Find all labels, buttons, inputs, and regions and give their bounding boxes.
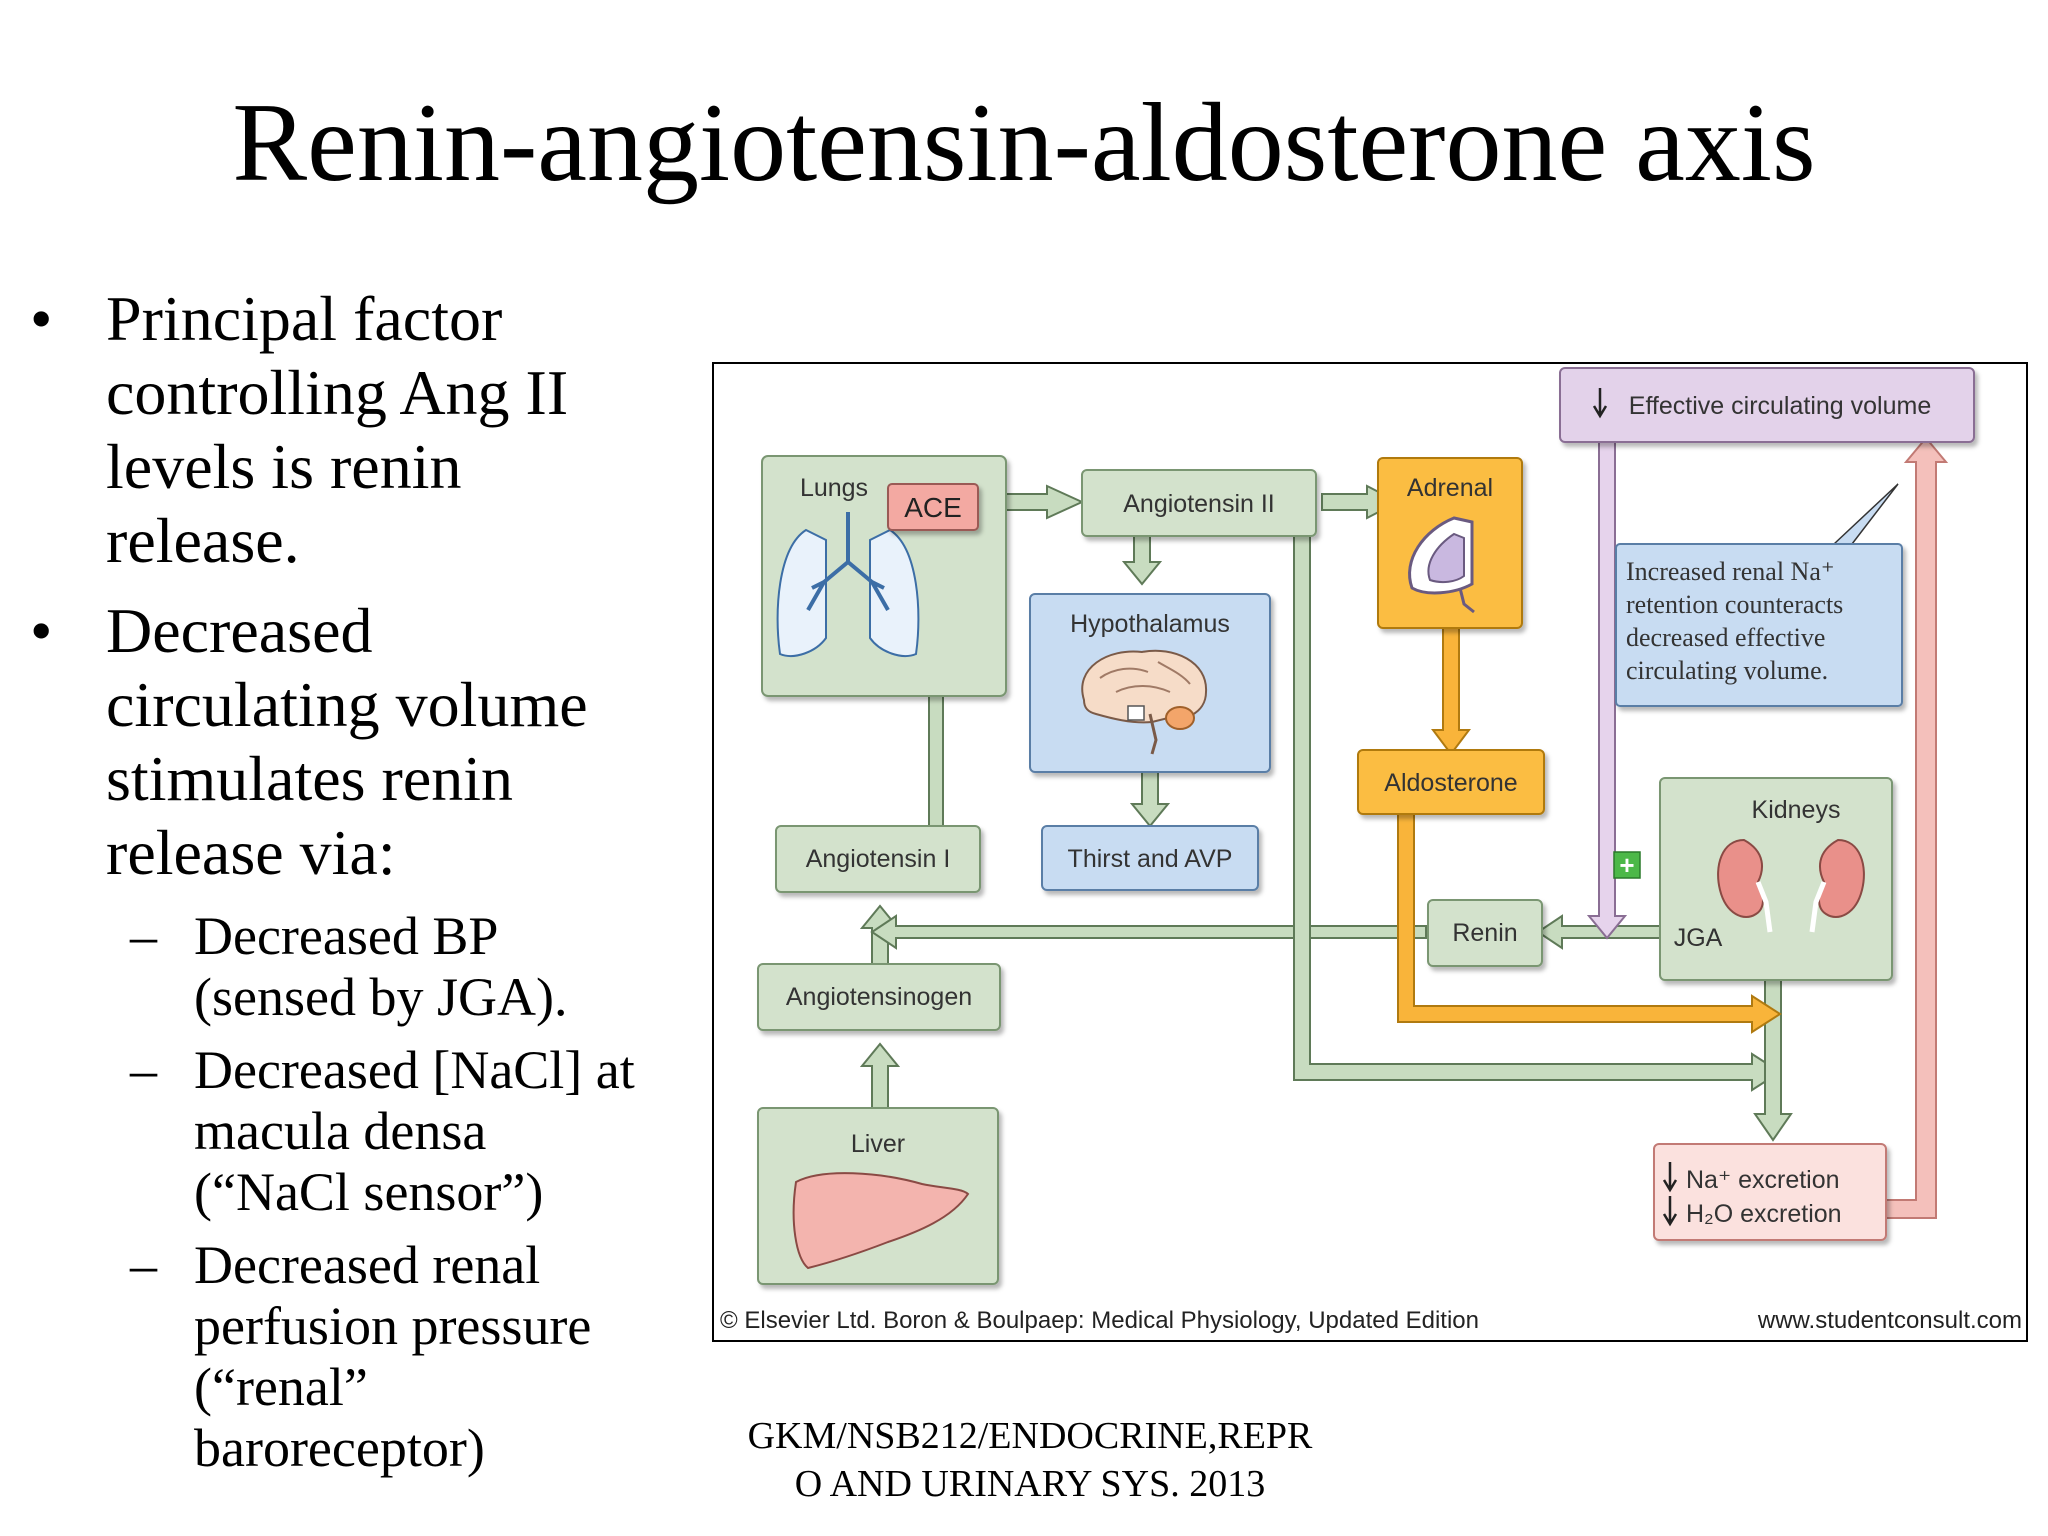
bullet-item: • Principal factor controlling Ang II le… <box>30 282 710 578</box>
adrenal-label: Adrenal <box>1407 474 1493 502</box>
angiotensinogen-box: Angiotensinogen <box>757 963 1001 1031</box>
liver-box: Liver <box>757 1107 999 1285</box>
liver-icon <box>792 1172 970 1270</box>
sub-bullet-symbol: – <box>130 1235 157 1295</box>
kidneys-icon <box>1717 838 1865 933</box>
sub-bullet-line: macula densa <box>194 1101 487 1161</box>
thirst-avp-label: Thirst and AVP <box>1068 845 1233 873</box>
sub-bullet-symbol: – <box>130 906 157 966</box>
note-line: circulating volume. <box>1626 656 1828 685</box>
jga-label: JGA <box>1674 924 1723 952</box>
bullet-line: release. <box>106 505 300 576</box>
note-line: decreased effective <box>1626 623 1825 652</box>
slide-footer: GKM/NSB212/ENDOCRINE,REPR O AND URINARY … <box>720 1412 1340 1508</box>
bullet-line: Principal factor <box>106 283 503 354</box>
bullet-item: • Decreased circulating volume stimulate… <box>30 594 710 890</box>
hypothalamus-box: Hypothalamus <box>1029 593 1271 773</box>
na-excretion-label: Na⁺ excretion <box>1686 1166 1840 1194</box>
angiotensin-i-label: Angiotensin I <box>806 845 951 873</box>
arrow-adrenal-to-aldosterone <box>1431 621 1471 756</box>
arrow-kidneys-to-excretion <box>1753 979 1793 1142</box>
plus-icon: + <box>1613 850 1641 880</box>
bullet-line: stimulates renin <box>106 743 514 814</box>
credit-left: © Elsevier Ltd. Boron & Boulpaep: Medica… <box>720 1307 1479 1334</box>
sub-bullet-item: – Decreased [NaCl] at macula densa (“NaC… <box>30 1040 710 1223</box>
excretion-box: Na⁺ excretion H₂O excretion <box>1653 1143 1887 1241</box>
sub-bullet-line: perfusion pressure <box>194 1296 592 1356</box>
arrow-jga-to-renin <box>1536 914 1663 950</box>
lungs-icon <box>776 512 920 657</box>
bullet-list: • Principal factor controlling Ang II le… <box>30 282 710 1479</box>
lungs-label: Lungs <box>800 474 868 502</box>
h2o-excretion-label: H₂O excretion <box>1686 1200 1842 1228</box>
adrenal-box: Adrenal <box>1377 457 1523 629</box>
brain-icon <box>1081 649 1208 755</box>
bullet-symbol: • <box>30 595 53 666</box>
note-line: Increased renal Na⁺ <box>1626 557 1835 586</box>
down-arrow-icon <box>1662 1196 1678 1227</box>
sub-bullet-line: baroreceptor) <box>194 1418 485 1478</box>
down-arrow-icon <box>1662 1162 1678 1193</box>
bullet-line: Decreased <box>106 595 373 666</box>
angiotensin-i-box: Angiotensin I <box>775 825 981 893</box>
arrow-volume-to-jga <box>1586 441 1628 940</box>
hypothalamus-label: Hypothalamus <box>1070 610 1230 638</box>
arrow-renin-to-angiotensinogen <box>870 914 1427 950</box>
thirst-avp-box: Thirst and AVP <box>1041 825 1259 891</box>
arrow-aldosterone-to-kidney-action <box>1397 811 1782 1034</box>
bullet-line: levels is renin <box>106 431 462 502</box>
bullet-symbol: • <box>30 283 53 354</box>
arrow-liver-to-angiotensinogen <box>859 1042 901 1109</box>
liver-label: Liver <box>851 1130 905 1158</box>
sub-bullet-line: Decreased [NaCl] at <box>194 1040 635 1100</box>
kidneys-label: Kidneys <box>1752 796 1841 824</box>
sub-bullet-line: (“NaCl sensor”) <box>194 1162 544 1222</box>
arrow-excretion-to-volume <box>1885 436 1949 1219</box>
renin-label: Renin <box>1452 919 1517 947</box>
kidneys-box: Kidneys JGA <box>1659 777 1893 981</box>
credit-right: www.studentconsult.com <box>1757 1307 2022 1334</box>
effective-volume-label: Effective circulating volume <box>1629 392 1931 420</box>
arrow-hypothalamus-to-thirst <box>1129 771 1171 828</box>
ace-box: ACE <box>887 483 979 531</box>
bullet-line: release via: <box>106 817 396 888</box>
effective-volume-box: Effective circulating volume <box>1559 367 1975 443</box>
arrow-angii-to-hypothalamus <box>1121 533 1163 586</box>
angiotensin-ii-box: Angiotensin II <box>1081 469 1317 537</box>
aldosterone-label: Aldosterone <box>1384 769 1517 797</box>
footer-line: GKM/NSB212/ENDOCRINE,REPR <box>747 1415 1313 1457</box>
aldosterone-box: Aldosterone <box>1357 749 1545 815</box>
sub-bullet-line: Decreased BP <box>194 906 499 966</box>
sub-bullet-line: (“renal” <box>194 1357 368 1417</box>
adrenal-gland-icon <box>1408 516 1475 614</box>
sub-bullet-line: (sensed by JGA). <box>194 967 568 1027</box>
plus-sign-label: + <box>1619 850 1634 880</box>
raas-diagram: Lungs ACE Angiotensin II Adrenal Hypotha… <box>712 362 2028 1342</box>
sub-bullet-line: Decreased renal <box>194 1235 541 1295</box>
bullet-line: controlling Ang II <box>106 357 569 428</box>
ace-label: ACE <box>904 492 962 523</box>
note-line: retention counteracts <box>1626 590 1843 619</box>
sub-bullet-item: – Decreased renal perfusion pressure (“r… <box>30 1235 710 1479</box>
angiotensin-ii-label: Angiotensin II <box>1123 490 1275 518</box>
note-box: Increased renal Na⁺ retention counteract… <box>1615 483 1903 707</box>
down-arrow-icon <box>1592 388 1608 419</box>
sub-bullet-symbol: – <box>130 1040 157 1100</box>
footer-line: O AND URINARY SYS. 2013 <box>794 1463 1266 1505</box>
slide-title: Renin-angiotensin-aldosterone axis <box>232 81 1816 205</box>
renin-box: Renin <box>1427 899 1543 967</box>
angiotensinogen-label: Angiotensinogen <box>786 983 972 1011</box>
bullet-line: circulating volume <box>106 669 588 740</box>
sub-bullet-item: – Decreased BP (sensed by JGA). <box>30 906 710 1028</box>
